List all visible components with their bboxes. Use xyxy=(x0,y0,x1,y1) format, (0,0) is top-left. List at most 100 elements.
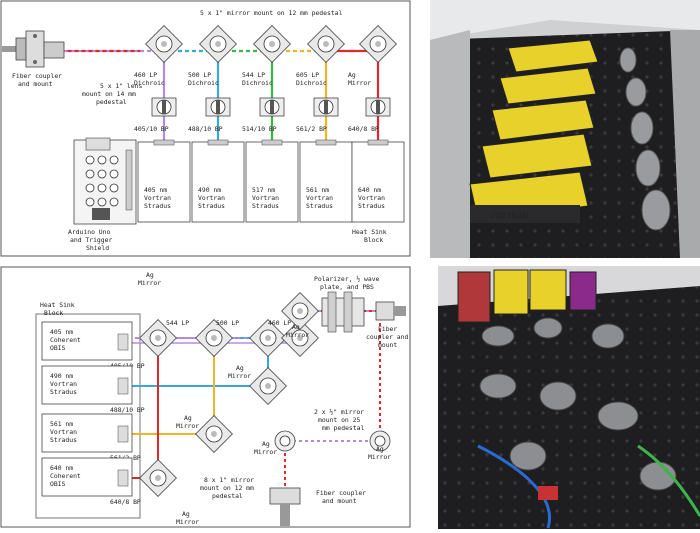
b-heatsink-label-2: Block xyxy=(44,309,63,317)
photo-bottom-right xyxy=(438,266,700,529)
fiber-coupler-bottom-icon xyxy=(269,487,301,526)
b-laser-label-0-0: 405 nm xyxy=(50,328,73,336)
top-filter-label-3: 561/2 BP xyxy=(296,125,327,133)
lens-mount-label-2: mount on 14 mm xyxy=(82,90,136,98)
top-dichroic-label2-2: Dichroic xyxy=(242,79,273,87)
top-dichroic-label2-0: Dichroic xyxy=(134,79,165,87)
fiber-bottom-label-2: and mount xyxy=(322,497,357,505)
fiber-coupler-right-icon xyxy=(375,301,406,321)
ag-label-5b: Mirror xyxy=(254,448,277,456)
b-laser-label-1-1: Vortran xyxy=(50,380,77,388)
b-dichroic-label-500: 500 LP xyxy=(216,319,239,327)
top-laser-label-4-2: Stradus xyxy=(358,202,385,210)
bottom-diagram-svg: Heat Sink Block 405 nmCoherentOBIS405/10… xyxy=(0,266,411,528)
top-dichroic-label2-3: Dichroic xyxy=(296,79,327,87)
fiber-cable-green xyxy=(637,444,700,517)
b-laser-label-2-0: 561 nm xyxy=(50,420,73,428)
heatsink-label-1: Heat Sink xyxy=(352,228,387,236)
ag-label-7a: Ag xyxy=(182,510,190,518)
top-lens-mount-4 xyxy=(365,97,391,117)
mirror-mount-label: 5 x 1" mirror mount on 12 mm pedestal xyxy=(200,9,343,17)
laser-units-photo-2 xyxy=(457,269,597,323)
b-mirror-mount-1 xyxy=(195,319,233,357)
top-filter-label-4: 640/8 BP xyxy=(348,125,379,133)
top-dichroic-mount-3 xyxy=(307,25,345,63)
ag-label-1b: Mirror xyxy=(138,279,161,287)
b-mirror-mount-2 xyxy=(249,319,287,357)
b-mirror-mount-5 xyxy=(195,415,233,453)
top-laser-label-2-0: 517 nm xyxy=(252,186,275,194)
ag-label-6b: Mirror xyxy=(368,453,391,461)
arduino-label-2: and Trigger xyxy=(70,236,112,244)
ag-label-1a: Ag xyxy=(146,271,154,279)
b-laser-label-2-1: Vortran xyxy=(50,428,77,436)
lens-mount-label-3: pedestal xyxy=(96,98,127,106)
b-heatsink-label-1: Heat Sink xyxy=(40,301,75,309)
mirror-8x-label-3: pedestal xyxy=(212,492,243,500)
fiber-coupler-icon xyxy=(2,30,65,68)
top-dichroic-label1-3: 605 LP xyxy=(296,71,319,79)
ag-label-3b: Mirror xyxy=(228,372,251,380)
arduino-label-1: Arduino Uno xyxy=(68,228,110,236)
b-laser-label-3-2: OBIS xyxy=(50,480,66,488)
b-round-mount-0 xyxy=(369,430,391,452)
polarizer-mount-icon xyxy=(321,291,365,333)
optics-mounts-photo xyxy=(619,47,671,231)
ag-label-5a: Ag xyxy=(262,440,270,448)
top-laser-label-1-2: Stradus xyxy=(198,202,225,210)
top-laser-label-3-2: Stradus xyxy=(306,202,333,210)
top-lens-mount-2 xyxy=(259,97,285,117)
b-laser-label-1-0: 490 nm xyxy=(50,372,73,380)
fiber-label-2: and mount xyxy=(18,80,53,88)
mirror-2x-label-1: 2 x ½" mirror xyxy=(314,408,364,416)
b-laser-0: 405 nmCoherentOBIS405/10 BP xyxy=(41,321,145,370)
top-laser-label-0-1: Vortran xyxy=(144,194,171,202)
vortran-brand-text: VORTRAN xyxy=(490,212,528,222)
fiber-cable-blue xyxy=(477,444,551,529)
b-dichroic-label-544: 544 LP xyxy=(166,319,189,327)
b-laser-label-1-2: Stradus xyxy=(50,388,77,396)
laser-units-photo: VORTRAN xyxy=(469,39,599,223)
top-dichroic-mount-0 xyxy=(145,25,183,63)
fiber-bottom-label-1: Fiber coupler xyxy=(316,489,366,497)
mounts-photo-2 xyxy=(479,317,677,491)
mirror-2x-label-3: mm pedestal xyxy=(322,424,364,432)
top-dichroic-label2-1: Dichroic xyxy=(188,79,219,87)
top-laser-label-0-2: Stradus xyxy=(144,202,171,210)
polarizer-label-1: Polarizer, ½ wave xyxy=(314,275,380,283)
polarizer-label-2: plate, and PBS xyxy=(320,283,374,291)
photo-top-right: VORTRAN xyxy=(430,0,700,258)
top-laser-label-0-0: 405 nm xyxy=(144,186,167,194)
b-laser-label-0-2: OBIS xyxy=(50,344,66,352)
arduino-label-3: Shield xyxy=(86,244,109,252)
b-laser-label-3-0: 640 nm xyxy=(50,464,73,472)
b-mirror-mount-0 xyxy=(139,319,177,357)
heatsink-label-2: Block xyxy=(364,236,383,244)
fiber-right-label-1: Fiber xyxy=(378,325,397,333)
top-laser-label-3-0: 561 nm xyxy=(306,186,329,194)
b-round-mount-1 xyxy=(274,430,296,452)
b-laser-label-3-1: Coherent xyxy=(50,472,81,480)
top-dichroic-label1-2: 544 LP xyxy=(242,71,265,79)
b-mirror-mount-4 xyxy=(139,459,177,497)
top-dichroic-mount-1 xyxy=(199,25,237,63)
b-mirror-mount-7 xyxy=(281,292,319,330)
top-laser-label-2-2: Stradus xyxy=(252,202,279,210)
b-filter-label-1: 488/10 BP xyxy=(110,406,145,414)
b-mirror-mount-3 xyxy=(281,319,319,357)
ag-label-6a: Ag xyxy=(376,445,384,453)
top-laser-label-1-0: 490 nm xyxy=(198,186,221,194)
b-laser-label-2-2: Stradus xyxy=(50,436,77,444)
mirror-2x-label-2: mount on 25 xyxy=(318,416,360,424)
top-dichroic-label1-1: 500 LP xyxy=(188,71,211,79)
arduino-board-icon xyxy=(73,137,137,225)
